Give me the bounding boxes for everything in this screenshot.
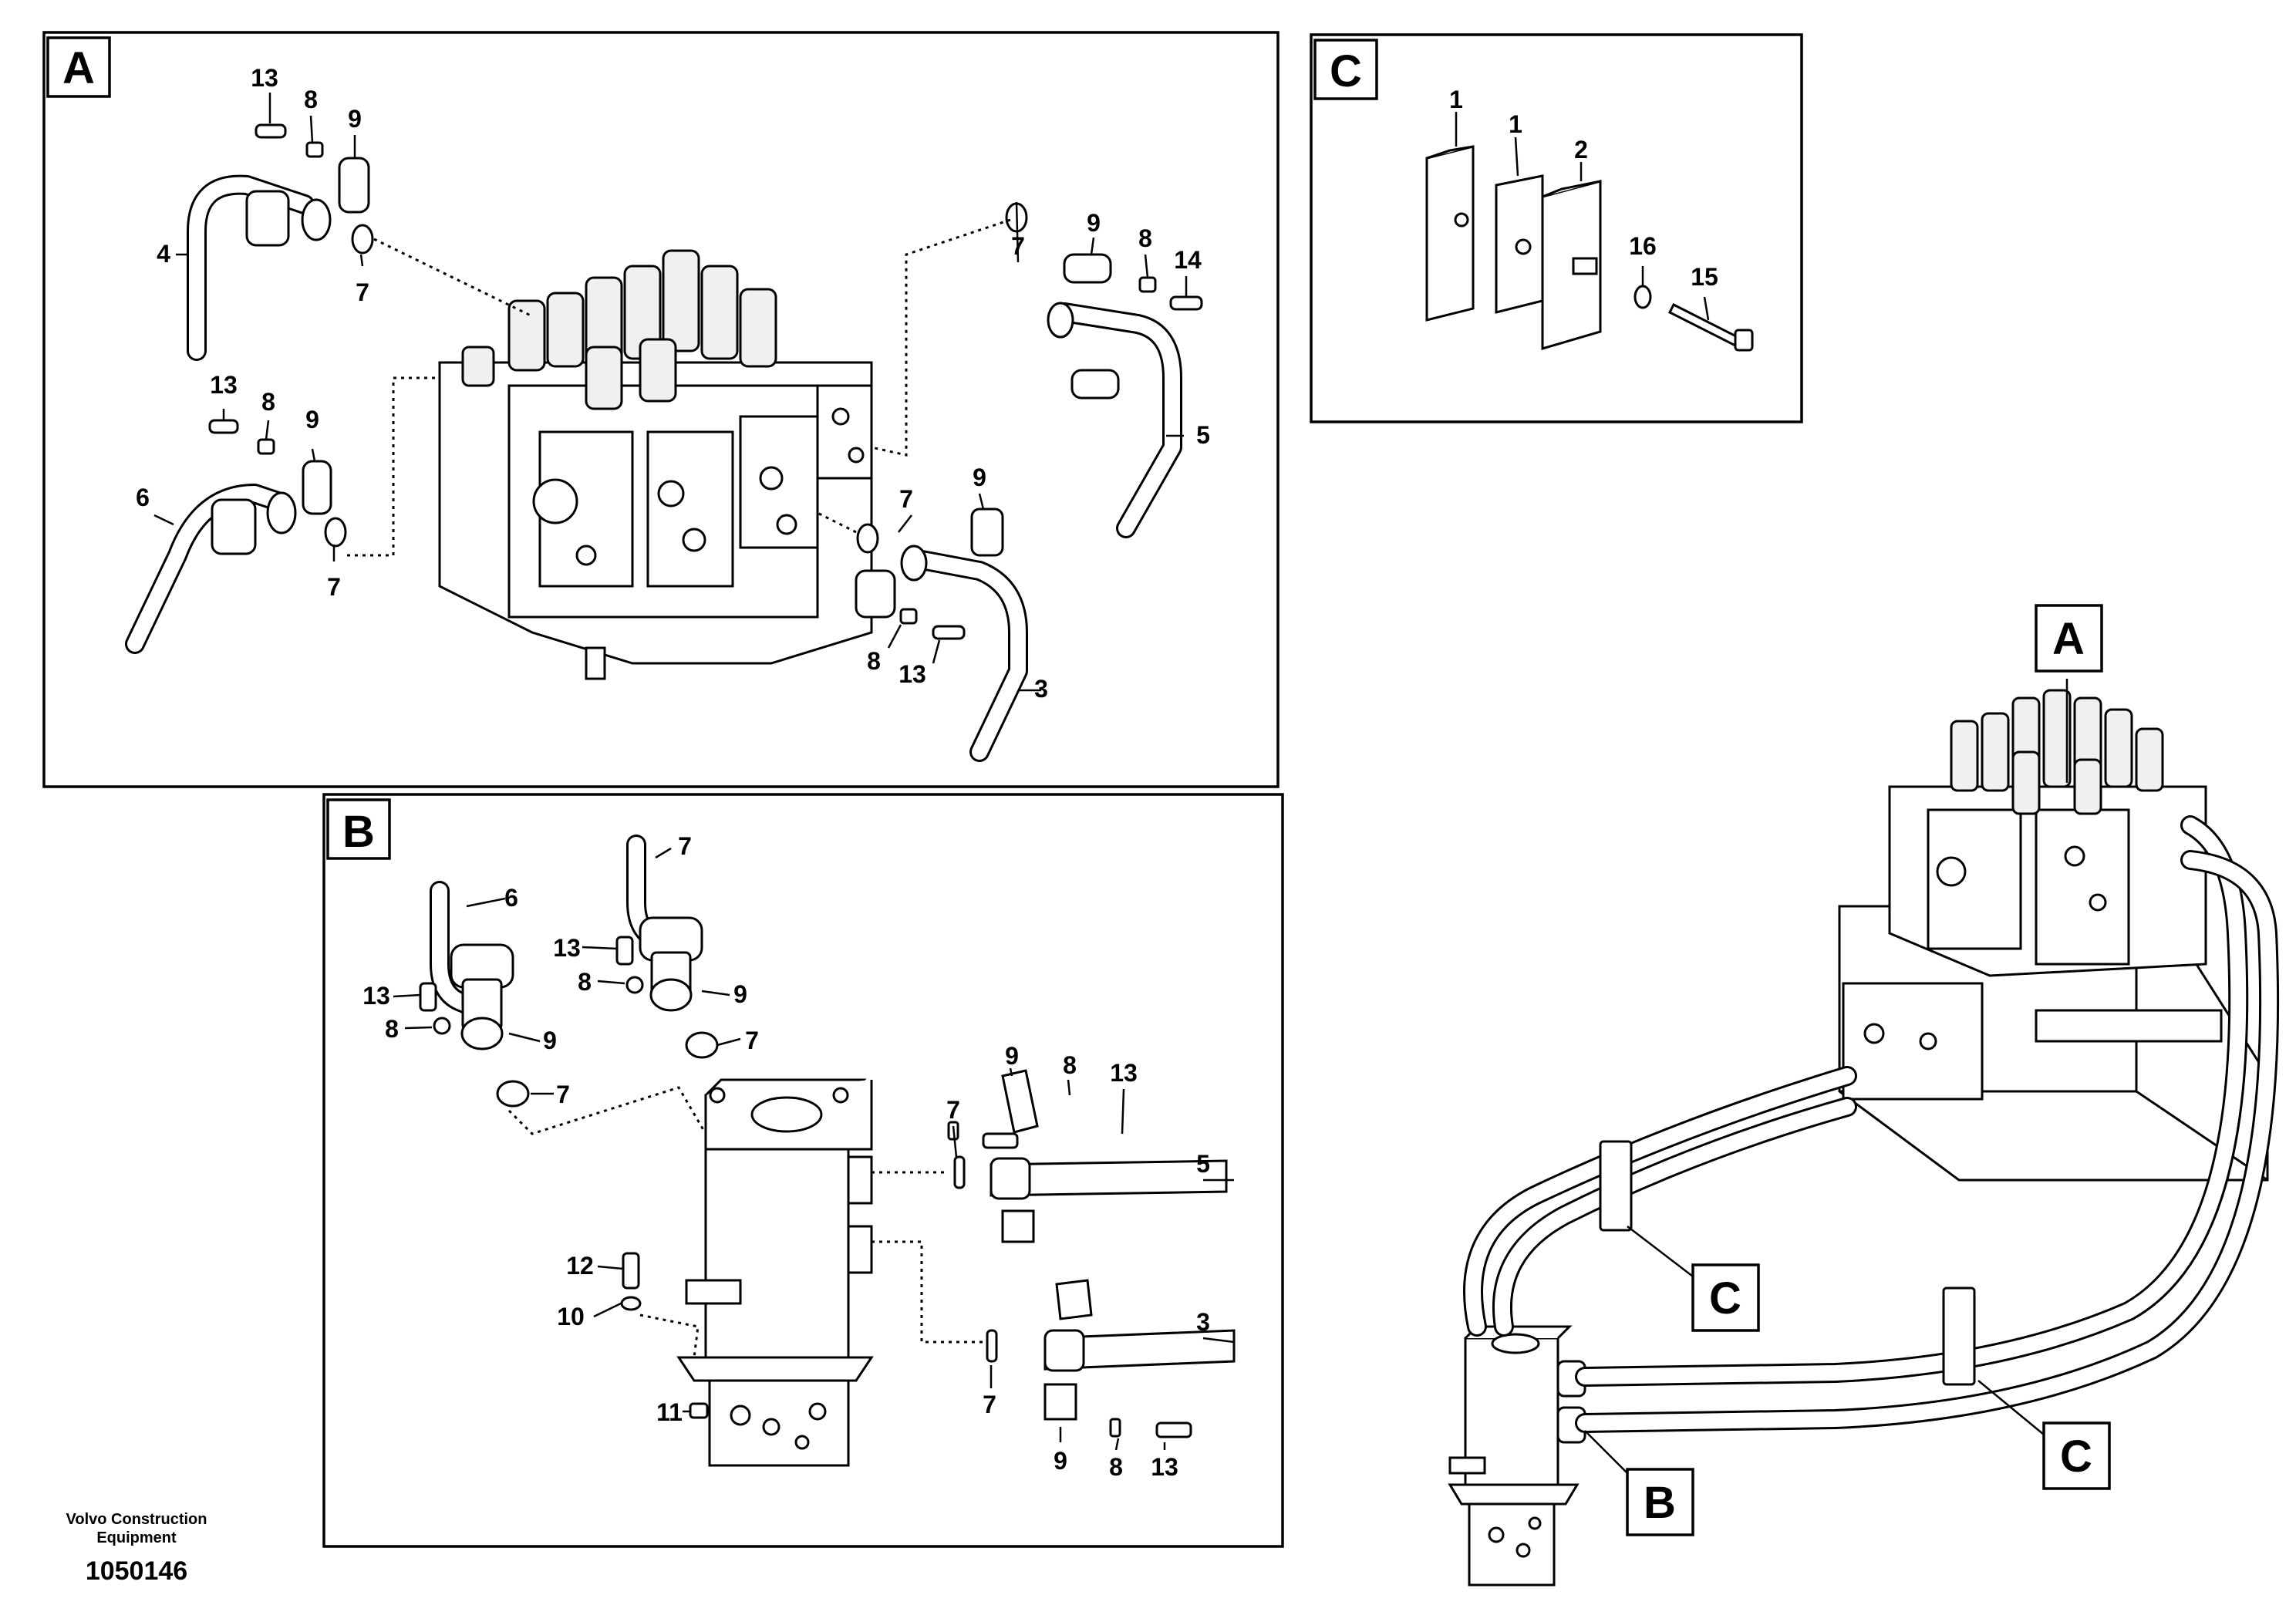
panel-a-callouts: 13 8 9 4 7 13 8 9 6 7 7 9 8 14 5 7 9 8 1… (136, 64, 1210, 703)
callout-11: 11 (656, 1398, 683, 1426)
callout-7: 7 (745, 1027, 759, 1054)
callout-9: 9 (1054, 1447, 1067, 1475)
callout-7: 7 (356, 278, 369, 306)
callout-7: 7 (1011, 232, 1025, 260)
clamp-half-1b (1495, 174, 1544, 314)
callout-7: 7 (899, 485, 913, 513)
callout-15: 15 (1691, 263, 1718, 291)
panel-a-label: A (62, 43, 95, 93)
callout-7: 7 (327, 573, 341, 601)
callout-8: 8 (1109, 1453, 1123, 1481)
control-valve-block (438, 249, 873, 680)
callout-5: 5 (1196, 421, 1210, 449)
overview-label-b: B (1644, 1478, 1676, 1528)
callout-3: 3 (1034, 675, 1048, 703)
callout-6: 6 (136, 484, 150, 511)
callout-13: 13 (899, 660, 926, 688)
callout-9: 9 (973, 464, 986, 491)
callout-8: 8 (1138, 224, 1152, 252)
callout-13: 13 (1110, 1059, 1138, 1087)
callout-13: 13 (362, 982, 390, 1010)
panel-c: C 1 1 2 16 15 (1310, 33, 1803, 423)
callout-8: 8 (304, 86, 318, 113)
panel-c-label: C (1330, 46, 1362, 96)
hose-clamp-1 (1599, 1140, 1633, 1232)
callout-6: 6 (504, 884, 518, 912)
overview-assembly: A C C B (1448, 604, 2280, 1587)
callout-8: 8 (1063, 1051, 1077, 1079)
hose-clamp-2 (1942, 1286, 1976, 1386)
callout-13: 13 (553, 934, 581, 962)
hose-6 (125, 484, 297, 654)
panel-b-hardware (419, 936, 1192, 1438)
callout-7: 7 (678, 832, 692, 860)
callout-16: 16 (1629, 232, 1657, 260)
callout-13: 13 (251, 64, 278, 92)
overview-label-a: A (2052, 614, 2085, 664)
callout-9: 9 (543, 1027, 557, 1054)
hose-3-b (1043, 1279, 1236, 1421)
hose-5 (1047, 302, 1182, 538)
callout-8: 8 (578, 968, 592, 996)
callout-10: 10 (557, 1303, 585, 1330)
hose-3 (855, 508, 1028, 762)
callout-13: 13 (1151, 1453, 1178, 1481)
diagram-id: 1050146 (86, 1556, 187, 1586)
hose-5-b (990, 1069, 1228, 1243)
callout-8: 8 (385, 1015, 399, 1043)
callout-14: 14 (1174, 246, 1202, 274)
washer-16 (1633, 285, 1652, 309)
callout-4: 4 (157, 240, 170, 268)
callout-5: 5 (1196, 1150, 1210, 1178)
panel-b: B (322, 793, 1284, 1548)
hose-7-b (626, 835, 703, 1012)
callout-8: 8 (867, 647, 881, 675)
callout-9: 9 (348, 105, 362, 133)
caption: Volvo Construction Equipment 1050146 (66, 1511, 207, 1586)
clamp-half-1a (1425, 145, 1475, 322)
callout-3: 3 (1196, 1308, 1210, 1336)
hose-4 (187, 174, 332, 361)
callout-12: 12 (566, 1252, 594, 1280)
panel-b-callouts: 6 7 13 8 9 13 8 9 7 7 9 8 13 5 7 12 10 3… (362, 832, 1210, 1481)
swivel-joint (676, 1078, 874, 1467)
clamp-block-2 (1541, 180, 1602, 351)
overview-label-c: C (1709, 1273, 1741, 1324)
callout-7: 7 (983, 1391, 996, 1418)
hose-6-b (430, 881, 514, 1050)
callout-9: 9 (733, 980, 747, 1008)
callout-9: 9 (1005, 1042, 1019, 1070)
callout-9: 9 (305, 406, 319, 433)
callout-1: 1 (1509, 110, 1522, 138)
callout-1: 1 (1449, 86, 1463, 113)
callout-7: 7 (556, 1081, 570, 1108)
callout-2: 2 (1574, 136, 1588, 164)
panel-a-hardware (208, 123, 1203, 640)
callout-7: 7 (946, 1096, 960, 1124)
manufacturer-name-line2: Equipment (96, 1529, 177, 1546)
overview-label-c: C (2060, 1431, 2092, 1482)
bolt-15 (1667, 302, 1754, 352)
callout-9: 9 (1087, 209, 1101, 237)
panel-a: A (42, 31, 1279, 788)
manufacturer-name: Volvo Construction (66, 1511, 207, 1528)
callout-8: 8 (261, 388, 275, 416)
callout-13: 13 (210, 371, 238, 399)
panel-b-label: B (342, 807, 375, 857)
